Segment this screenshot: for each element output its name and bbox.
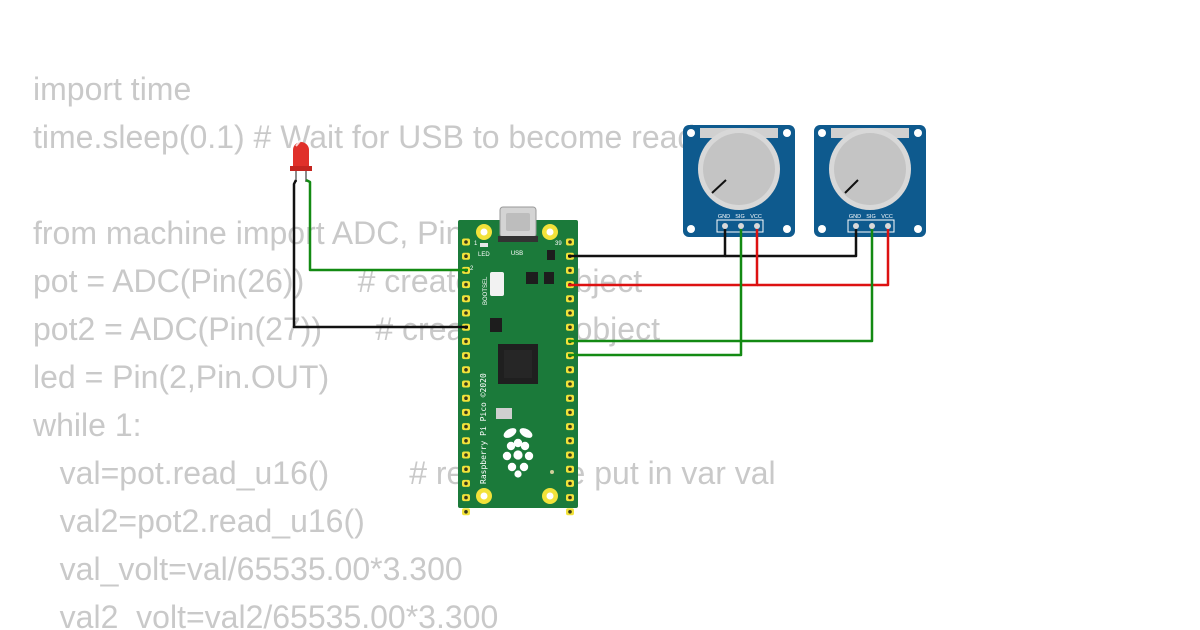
code-line: while 1: xyxy=(33,407,142,443)
pot-pin-label: GND xyxy=(718,214,730,220)
wire-sig-pot2[interactable] xyxy=(568,229,874,343)
code-line: val2_volt=val2/65535.00*3.300 xyxy=(33,599,499,630)
code-line: led = Pin(2,Pin.OUT) xyxy=(33,359,330,395)
header-pin-hole xyxy=(568,495,572,500)
header-pin-hole xyxy=(464,495,468,500)
header-pin-hole xyxy=(568,453,572,457)
header-pin-hole xyxy=(568,297,572,301)
wire-led-anode[interactable] xyxy=(305,178,468,272)
potentiometer-1[interactable]: GND SIG VCC xyxy=(683,125,795,237)
wire-led-cathode[interactable] xyxy=(292,179,468,329)
board-name: Raspberry Pi Pico ©2020 xyxy=(479,373,488,484)
led-label: LED xyxy=(478,252,490,258)
header-pin-hole xyxy=(568,510,572,514)
header-pin-hole xyxy=(464,396,468,401)
pin-2-label: 2 xyxy=(470,266,474,272)
pico-board[interactable]: USB LED 1 2 39 BOOTSEL Raspberry Pi Pico… xyxy=(458,206,578,516)
wire-vcc-pot2[interactable] xyxy=(757,229,890,287)
header-pin-hole xyxy=(568,240,572,244)
wire-gnd-pot2[interactable] xyxy=(725,229,858,258)
header-pin-hole xyxy=(464,339,468,344)
bootsel-button[interactable] xyxy=(490,272,504,296)
red-led[interactable] xyxy=(290,139,312,182)
onboard-led xyxy=(480,243,488,247)
header-pin-hole xyxy=(568,311,572,315)
code-line: val_volt=val/65535.00*3.300 xyxy=(33,551,463,587)
header-pin-hole xyxy=(464,353,468,358)
header-pin-hole xyxy=(568,439,572,443)
header-pin-hole xyxy=(464,382,468,386)
header-pin-hole xyxy=(464,439,468,443)
header-pin-hole xyxy=(568,325,572,330)
potentiometer-2[interactable]: GND SIG VCC xyxy=(814,125,926,237)
pin-39-label: 39 xyxy=(555,241,562,247)
pot-knob[interactable] xyxy=(834,133,906,205)
header-pin-hole xyxy=(464,510,468,514)
pot-pin-label: SIG xyxy=(866,214,875,220)
pot-indicator xyxy=(844,179,859,194)
pot-pin-label: VCC xyxy=(750,214,762,220)
header-pin-hole xyxy=(568,396,572,401)
header-pin-hole xyxy=(464,240,468,244)
pin-1-label: 1 xyxy=(474,241,478,247)
pico-pins-left xyxy=(462,238,470,516)
header-pin-hole xyxy=(568,424,572,429)
header-pin-hole xyxy=(464,410,468,415)
header-pin-hole xyxy=(464,453,468,457)
usb-label: USB xyxy=(511,251,523,257)
wire-sig-pot1[interactable] xyxy=(568,229,743,357)
pot-pin-label: SIG xyxy=(735,214,744,220)
code-line: time.sleep(0.1) # Wait for USB to become… xyxy=(33,119,712,155)
header-pin-hole xyxy=(464,424,468,429)
header-pin-hole xyxy=(464,254,468,258)
header-pin-hole xyxy=(464,282,468,287)
header-pin-hole xyxy=(464,297,468,301)
code-line: import time xyxy=(33,71,192,107)
pot-pin-label: GND xyxy=(849,214,861,220)
header-pin-hole xyxy=(464,368,468,372)
header-pin-hole xyxy=(464,467,468,472)
code-line: val2=pot2.read_u16() xyxy=(33,503,365,539)
header-pin-hole xyxy=(464,481,468,486)
pot-knob[interactable] xyxy=(703,133,775,205)
led-body xyxy=(293,142,309,170)
code-line: from machine import ADC, Pin xyxy=(33,215,464,251)
header-pin-hole xyxy=(568,368,572,372)
header-pin-hole xyxy=(568,467,572,472)
header-pin-hole xyxy=(464,311,468,315)
raspberry-logo-icon xyxy=(502,428,534,478)
wires xyxy=(292,178,890,357)
header-pin-hole xyxy=(568,410,572,415)
pot-pin-label: VCC xyxy=(881,214,893,220)
header-pin-hole xyxy=(568,481,572,486)
header-pin-hole xyxy=(568,268,572,273)
bootsel-label: BOOTSEL xyxy=(483,276,489,305)
header-pin-hole xyxy=(568,382,572,386)
pot-indicator xyxy=(711,179,727,194)
